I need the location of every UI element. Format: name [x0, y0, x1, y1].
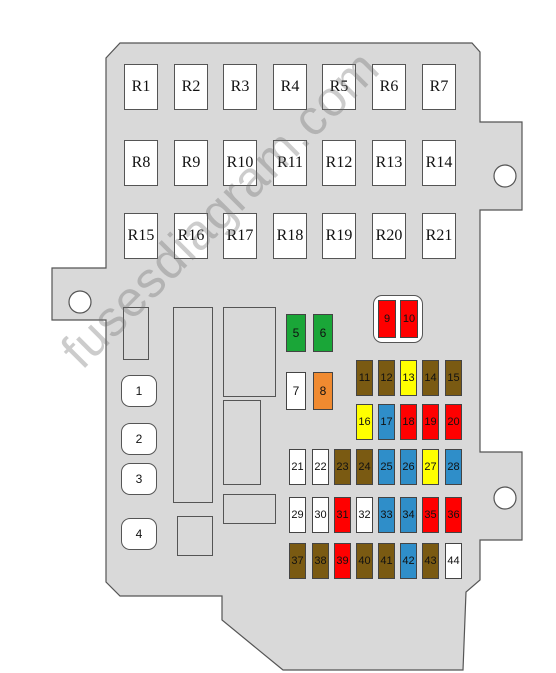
fuse-15: 15	[445, 360, 462, 396]
fuse-42: 42	[400, 543, 417, 579]
fuse-44: 44	[445, 543, 462, 579]
mounting-hole-right-bottom	[493, 486, 517, 510]
fuse-36: 36	[445, 497, 462, 533]
fuse-35: 35	[422, 497, 439, 533]
relay-r19: R19	[322, 213, 356, 259]
fuse-20: 20	[445, 404, 462, 440]
round-fuse-3: 3	[121, 463, 157, 495]
round-fuse-1: 1	[121, 375, 157, 407]
fuse-21: 21	[289, 449, 306, 485]
fuse-10: 10	[400, 300, 418, 338]
relay-r14: R14	[422, 140, 456, 186]
fuse-8: 8	[313, 372, 333, 410]
relay-r6: R6	[372, 64, 406, 110]
empty-slot	[173, 307, 213, 503]
fuse-38: 38	[312, 543, 329, 579]
fuse-29: 29	[289, 497, 306, 533]
fuse-41: 41	[378, 543, 395, 579]
relay-r1: R1	[124, 64, 158, 110]
fuse-33: 33	[378, 497, 395, 533]
relay-r16: R16	[174, 213, 208, 259]
fuse-16: 16	[356, 404, 373, 440]
round-fuse-4: 4	[121, 518, 157, 550]
fuse-24: 24	[356, 449, 373, 485]
fuse-34: 34	[400, 497, 417, 533]
fuse-14: 14	[422, 360, 439, 396]
fuse-31: 31	[334, 497, 351, 533]
fuse-11: 11	[356, 360, 373, 396]
fuse-12: 12	[378, 360, 395, 396]
empty-slot	[223, 400, 261, 485]
round-fuse-2: 2	[121, 423, 157, 455]
relay-r8: R8	[124, 140, 158, 186]
relay-r12: R12	[322, 140, 356, 186]
fuse-6: 6	[313, 314, 333, 352]
fuse-13: 13	[400, 360, 417, 396]
fuse-18: 18	[400, 404, 417, 440]
relay-r18: R18	[273, 213, 307, 259]
fuse-28: 28	[445, 449, 462, 485]
fuse-23: 23	[334, 449, 351, 485]
fuse-39: 39	[334, 543, 351, 579]
relay-r17: R17	[223, 213, 257, 259]
relay-r21: R21	[422, 213, 456, 259]
relay-r11: R11	[273, 140, 307, 186]
relay-r9: R9	[174, 140, 208, 186]
fuse-32: 32	[356, 497, 373, 533]
relay-r2: R2	[174, 64, 208, 110]
relay-r5: R5	[322, 64, 356, 110]
fuse-17: 17	[378, 404, 395, 440]
relay-r20: R20	[372, 213, 406, 259]
fuse-19: 19	[422, 404, 439, 440]
relay-r7: R7	[422, 64, 456, 110]
empty-slot	[223, 494, 276, 524]
relay-r15: R15	[124, 213, 158, 259]
fuse-9: 9	[378, 300, 396, 338]
fuse-7: 7	[286, 372, 306, 410]
fuse-40: 40	[356, 543, 373, 579]
fuse-27: 27	[422, 449, 439, 485]
fuse-43: 43	[422, 543, 439, 579]
fuse-37: 37	[289, 543, 306, 579]
relay-r10: R10	[223, 140, 257, 186]
empty-slot	[177, 516, 213, 556]
mounting-hole-left	[68, 290, 92, 314]
empty-slot	[223, 307, 276, 397]
fuse-22: 22	[312, 449, 329, 485]
fuse-30: 30	[312, 497, 329, 533]
fuse-26: 26	[400, 449, 417, 485]
mounting-hole-right-top	[493, 164, 517, 188]
empty-slot	[123, 307, 149, 360]
fuse-25: 25	[378, 449, 395, 485]
relay-r13: R13	[372, 140, 406, 186]
relay-r4: R4	[273, 64, 307, 110]
fuse-5: 5	[286, 314, 306, 352]
relay-r3: R3	[223, 64, 257, 110]
